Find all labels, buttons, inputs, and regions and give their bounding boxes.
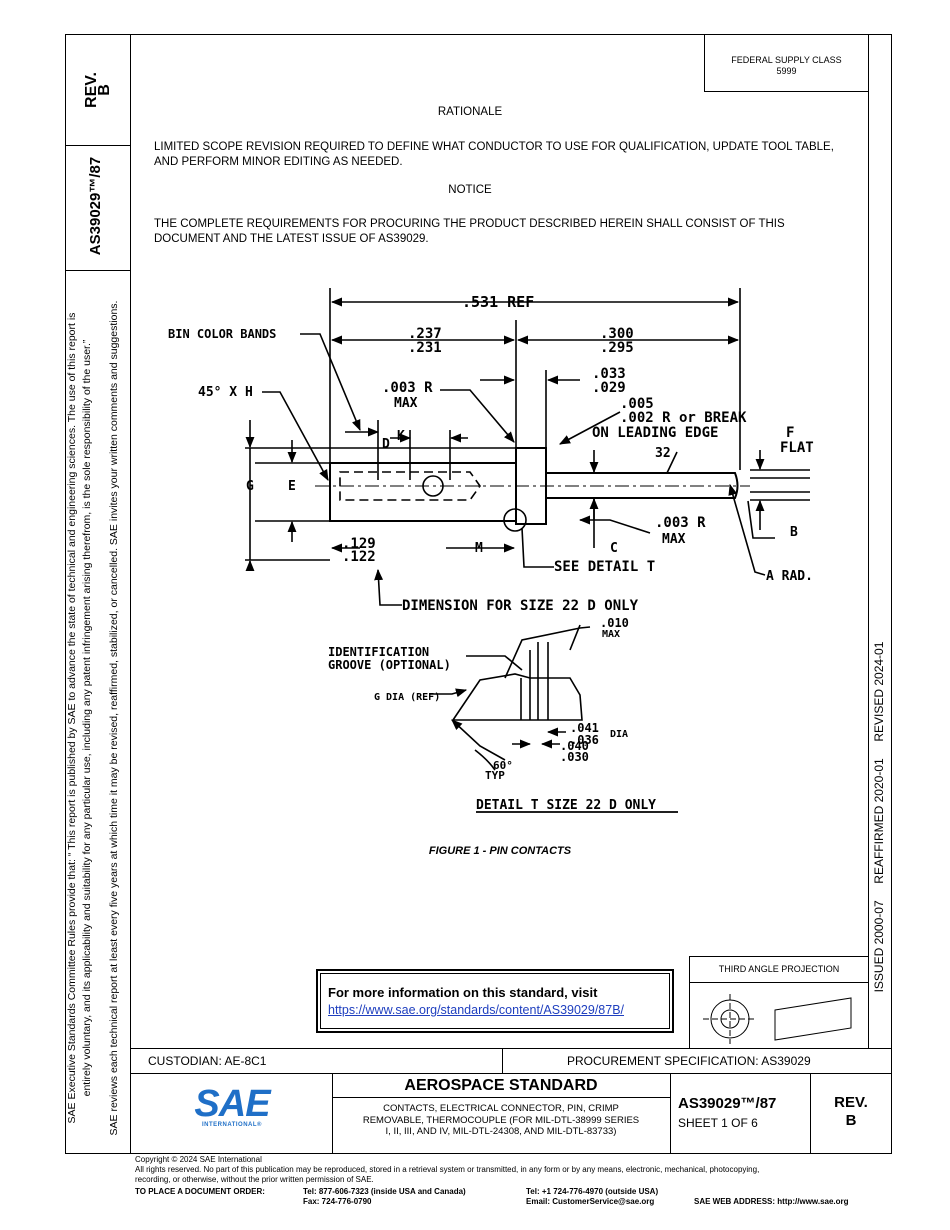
r002-label: .002 R or BREAK [620,410,747,426]
dim-010-max: MAX [602,629,620,640]
dim-295: .295 [600,340,634,356]
r003-max-a2: MAX [394,396,418,411]
label-f: F [786,425,794,441]
supply-class-label: FEDERAL SUPPLY CLASS 5999 [731,55,842,76]
angle-60: 60° [493,759,513,772]
ident-groove-2: GROOVE (OPTIONAL) [328,658,451,672]
projection-symbol [703,994,852,1044]
rev-divider [65,145,131,146]
margin-notice-line2: entirely voluntary, and its applicabilit… [81,339,93,1097]
label-m: M [475,541,483,556]
standard-type: AEROSPACE STANDARD [404,1077,598,1094]
sae-logo: SAE INTERNATIONAL® [190,1083,274,1128]
see-detail-t: SEE DETAIL T [554,559,655,575]
label-flat: FLAT [780,440,814,456]
label-g: G [246,479,254,494]
order-label: TO PLACE A DOCUMENT ORDER: [135,1187,265,1196]
label-e: E [288,479,296,494]
detail-t-caption: DETAIL T SIZE 22 D ONLY [476,798,656,813]
dia-label: DIA [610,729,628,740]
projection-box [689,956,869,1048]
dim-231: .231 [408,340,442,356]
dim-005: .005 [620,396,654,412]
leading-edge-label: ON LEADING EDGE [592,425,718,441]
docnum-divider [65,270,131,271]
projection-label: THIRD ANGLE PROJECTION [718,964,840,974]
footer-tel-outside: Tel: +1 724-776-4970 (outside USA) Email… [526,1187,659,1206]
chamfer-label: 45° X H [198,385,253,400]
dim-029: .029 [592,380,626,396]
label-k: K [397,429,405,444]
dim-010: .010 [600,616,629,630]
dim-040-visible: .040 [560,739,589,753]
bin-color-bands-label: BIN COLOR BANDS [168,327,276,341]
finish-32: 32 [655,446,671,461]
rationale-heading: RATIONALE [437,106,503,118]
standard-type-underline [332,1097,670,1098]
dim-237: .237 [408,326,442,342]
typ-label: TYP [485,769,505,782]
standard-link[interactable]: https://www.sae.org/standards/content/AS… [328,1003,625,1017]
dim-129: .129 [342,536,376,552]
custodian-divider [502,1048,503,1073]
info-box [316,969,674,1033]
title-doc-number: AS39029™/87 [678,1095,777,1112]
ident-groove-1: IDENTIFICATION [328,645,429,659]
footer-copyright: Copyright © 2024 SAE International All r… [135,1155,760,1184]
footer-web: SAE WEB ADDRESS: http://www.sae.org [694,1197,849,1206]
r003-max-a: .003 R [382,380,433,396]
sae-logo-mark: SAE [194,1083,270,1125]
dim-033: .033 [592,366,626,382]
left-margin-column [65,34,131,1154]
projection-divider [689,982,869,983]
margin-notice-line1: SAE Executive Standards Committee Rules … [66,312,78,1124]
rationale-text: LIMITED SCOPE REVISION REQUIRED TO DEFIN… [154,141,834,168]
dim-300: .300 [600,326,634,342]
title-block-top-line [131,1048,892,1049]
sheet-number: SHEET 1 OF 6 [678,1116,758,1130]
title-divider [670,1073,671,1154]
size22-dimension: DIMENSION FOR SIZE 22 D ONLY [402,598,639,614]
label-b: B [790,525,798,540]
supply-class-box [704,34,869,92]
r003-b2: MAX [662,532,686,547]
dim-122: .122 [342,549,376,565]
document-title: CONTACTS, ELECTRICAL CONNECTOR, PIN, CRI… [362,1103,640,1137]
right-margin-dates: ISSUED 2000-07 REAFFIRMED 2020-01 REVISE… [872,641,886,993]
dim-531-ref: .531 REF [462,293,534,311]
figure-caption: FIGURE 1 - PIN CONTACTS [428,845,572,857]
logo-divider [332,1073,333,1154]
procurement-label: PROCUREMENT SPECIFICATION: AS39029 [567,1054,811,1068]
notice-text: THE COMPLETE REQUIREMENTS FOR PROCURING … [154,218,785,245]
dim-030: .030 [560,750,589,764]
title-block-second-line [131,1073,892,1074]
margin-rev: REV. B [83,72,113,108]
pin-contact-drawing: .531 REF BIN COLOR BANDS .237 .231 .300 … [168,288,814,813]
info-box-inner [320,973,670,1029]
custodian-label: CUSTODIAN: AE-8C1 [148,1054,267,1068]
title-rev: REV. B [834,1094,868,1129]
right-margin-divider [868,34,869,1048]
g-dia-ref: G DIA (REF) [374,692,440,703]
sae-logo-sub: INTERNATIONAL® [202,1122,262,1128]
notice-heading: NOTICE [448,184,492,196]
margin-doc-number: AS39029™/87 [87,156,104,256]
margin-notice-line3: SAE reviews each technical report at lea… [108,300,120,1136]
dim-036: .036 [570,733,599,747]
a-rad-label: A RAD. [766,569,813,584]
info-box-heading: For more information on this standard, v… [328,985,598,1000]
label-d: D [382,437,390,452]
dim-041: .041 [570,721,599,735]
rev-block-divider [810,1073,811,1154]
footer-tel-usa: Tel: 877-606-7323 (inside USA and Canada… [303,1187,466,1206]
r003-b: .003 R [655,515,706,531]
label-c: C [610,541,618,556]
